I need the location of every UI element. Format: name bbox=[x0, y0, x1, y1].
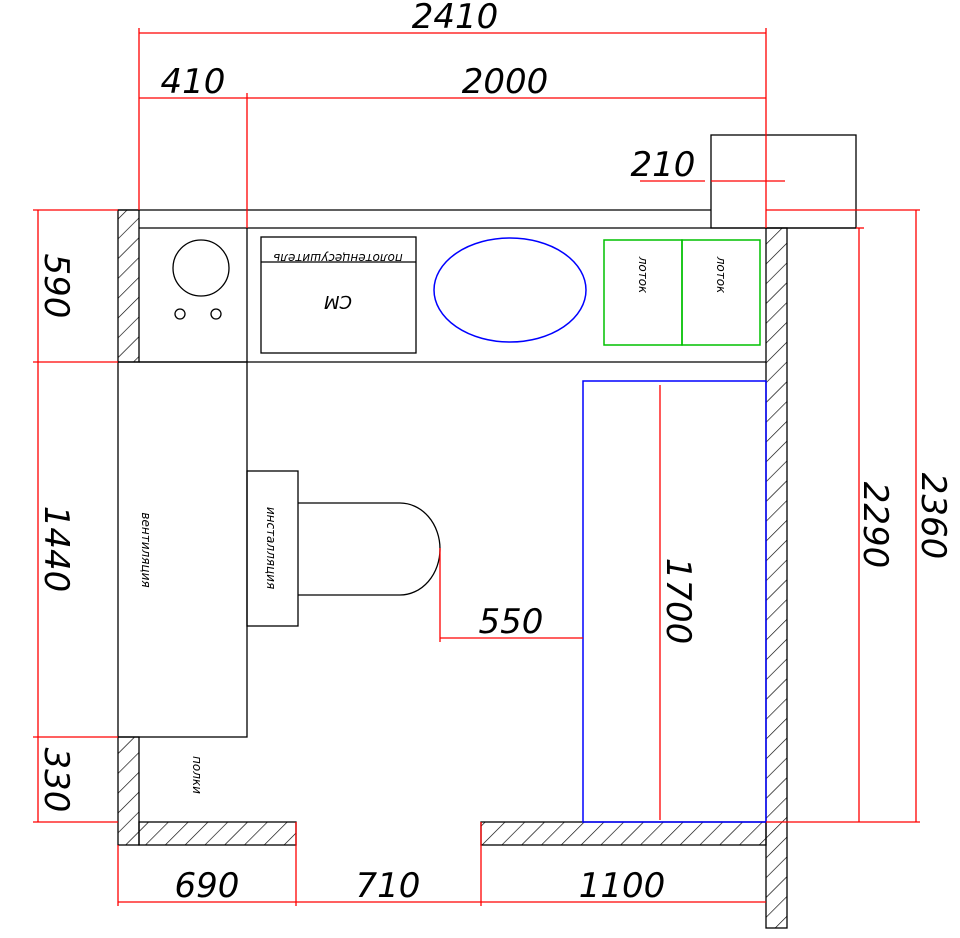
label-installation: инсталляция bbox=[264, 507, 278, 589]
sink-basin bbox=[172, 239, 230, 297]
installation-frame bbox=[246, 470, 299, 627]
dim-bottom-door: 710 bbox=[356, 866, 421, 906]
dim-bottom-right: 1100 bbox=[579, 866, 666, 906]
dim-right-inner: 2290 bbox=[855, 482, 895, 569]
dim-top-total: 2410 bbox=[412, 0, 499, 37]
label-tray-1: лоток bbox=[636, 256, 650, 294]
bathtub bbox=[582, 380, 767, 823]
wall-left-upper bbox=[117, 209, 140, 363]
sink-tap-left bbox=[174, 308, 186, 320]
tray-box-2 bbox=[681, 239, 761, 346]
label-shelves: полки bbox=[190, 756, 204, 794]
dim-left-mid: 1440 bbox=[36, 506, 76, 593]
dim-left-top: 590 bbox=[36, 254, 76, 319]
label-towel-dryer: полотенцесушитель bbox=[273, 251, 403, 265]
dim-toilet-gap: 550 bbox=[479, 602, 544, 642]
sink-tap-right bbox=[210, 308, 222, 320]
dim-right-outer: 2360 bbox=[913, 473, 953, 560]
dim-bath-length: 1700 bbox=[658, 558, 698, 645]
dim-top-right: 2000 bbox=[462, 62, 549, 102]
label-washing-machine: СМ bbox=[323, 291, 352, 312]
dim-bottom-left: 690 bbox=[175, 866, 240, 906]
ventilation-block bbox=[117, 361, 248, 738]
oval-sink bbox=[433, 237, 587, 343]
wall-bottom-right bbox=[480, 821, 767, 846]
toilet-bowl bbox=[298, 502, 441, 596]
wall-left-lower bbox=[117, 736, 140, 846]
wall-bottom-left bbox=[138, 821, 297, 846]
label-ventilation: вентиляция bbox=[139, 512, 153, 587]
dim-left-bottom: 330 bbox=[36, 748, 76, 813]
dim-top-left: 410 bbox=[161, 62, 226, 102]
dimension-lines bbox=[33, 28, 920, 906]
washing-machine bbox=[260, 236, 417, 354]
label-tray-2: лоток bbox=[714, 256, 728, 294]
wall-right bbox=[765, 227, 788, 929]
upper-counter bbox=[139, 228, 766, 363]
walls bbox=[117, 209, 856, 929]
dim-pipe-offset: 210 bbox=[631, 145, 696, 185]
